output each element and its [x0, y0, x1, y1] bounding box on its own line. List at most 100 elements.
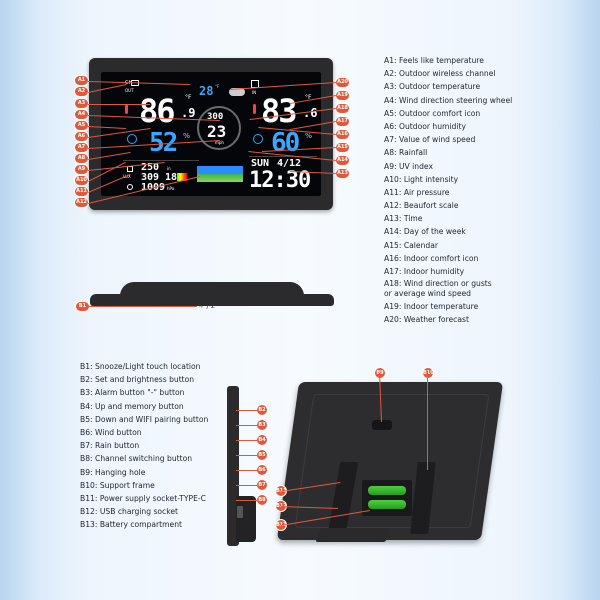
callout-line	[236, 500, 257, 501]
outdoor-temperature-unit: °F	[185, 94, 192, 101]
callout-a18: A18	[336, 104, 349, 113]
light-intensity-unit: LUX	[123, 174, 131, 179]
indoor-comfort-icon	[253, 134, 263, 144]
callout-a17: A17	[336, 117, 349, 126]
callout-line	[427, 373, 428, 470]
callout-a10: A10	[75, 176, 88, 185]
bottom-touch-label: ☼ / zᶻ	[198, 302, 218, 310]
back-label-item: B6: Wind button	[80, 427, 142, 437]
battery-2	[368, 500, 406, 509]
battery-cover	[315, 528, 391, 542]
wind-speed-unit: mph	[215, 140, 224, 145]
lcd-divider-right	[249, 156, 317, 157]
weather-forecast-icon	[229, 88, 245, 96]
front-label-item: A2: Outdoor wireless channel	[384, 69, 496, 79]
back-label-item: B4: Up and memory button	[80, 401, 184, 411]
back-label-item: B12: USB charging socket	[80, 507, 179, 517]
feels-like-temperature: 28	[199, 84, 214, 98]
callout-line	[236, 410, 257, 411]
front-label-item: A19: Indoor temperature	[384, 302, 479, 312]
back-label-item: B3: Alarm button "-" button	[80, 388, 185, 398]
wind-compass: 300 23 mph	[197, 106, 241, 150]
beaufort-scale-bar	[197, 166, 243, 182]
bottom-edge-foot	[120, 282, 304, 298]
front-label-item: A16: Indoor comfort icon	[384, 253, 479, 263]
callout-line	[236, 470, 257, 471]
callout-a11: A11	[75, 187, 88, 196]
callout-a15: A15	[336, 143, 349, 152]
front-label-item: A13: Time	[384, 214, 423, 224]
callout-a4: A4	[75, 110, 88, 119]
back-label-item: B8: Channel switching button	[80, 454, 193, 464]
front-label-item: A7: Value of wind speed	[384, 135, 476, 145]
callout-a8: A8	[75, 154, 88, 163]
front-label-item: A3: Outdoor temperature	[384, 82, 481, 92]
callout-line	[236, 485, 257, 486]
front-label-item: A10: Light intensity	[384, 174, 459, 184]
callout-b7: B7	[257, 480, 267, 490]
day-of-week: SUN	[251, 158, 270, 169]
front-label-item: A6: Outdoor humidity	[384, 121, 466, 131]
side-view-usb-port	[237, 506, 243, 518]
front-device-panel: CH OUT 86 .9 °F 52 % 250 in LUX 309 18 1…	[89, 58, 333, 210]
outdoor-label: OUT	[125, 88, 134, 93]
side-view-stand	[236, 496, 256, 542]
front-label-item: A1: Feels like temperature	[384, 56, 484, 65]
callout-line	[236, 455, 257, 456]
front-label-item: A9: UV index	[384, 161, 433, 171]
indoor-label: IN	[252, 90, 257, 95]
outdoor-thermometer-icon	[125, 104, 128, 114]
outdoor-temperature-decimal: .9	[181, 106, 196, 120]
back-label-item: B13: Battery compartment	[80, 520, 183, 530]
front-label-item: A17: Indoor humidity	[384, 267, 465, 276]
bottom-edge-view	[90, 282, 334, 306]
callout-line	[236, 440, 257, 441]
pressure-icon	[127, 184, 133, 190]
indoor-humidity-unit: %	[305, 132, 313, 140]
callout-a12: A12	[75, 198, 88, 207]
front-label-item: A18: Wind direction or gusts or average …	[384, 279, 492, 299]
front-label-item: A15: Calendar	[384, 240, 438, 250]
back-label-item: B2: Set and brightness button	[80, 375, 195, 385]
indoor-thermometer-icon	[253, 104, 256, 114]
outdoor-comfort-icon	[127, 134, 137, 144]
rainfall-unit: in	[167, 166, 171, 171]
light-intensity-value: 309	[141, 172, 160, 183]
indoor-temperature-unit: °F	[305, 94, 312, 101]
callout-a19: A19	[336, 91, 349, 100]
callout-b1-line	[89, 306, 197, 307]
callout-a9: A9	[75, 165, 88, 174]
callout-b8: B8	[257, 495, 267, 505]
calendar-date: 4/12	[277, 158, 302, 169]
front-label-item: A11: Air pressure	[384, 187, 450, 197]
callout-a3: A3	[75, 99, 88, 108]
wind-speed-value: 23	[207, 122, 227, 141]
indoor-temperature-decimal: .6	[303, 106, 318, 120]
callout-a7: A7	[75, 143, 88, 152]
back-label-item: B10: Support frame	[80, 480, 155, 490]
back-label-item: B9: Hanging hole	[80, 467, 146, 477]
back-label-item: B11: Power supply socket-TYPE-C	[80, 493, 206, 503]
callout-a6: A6	[75, 132, 88, 141]
callout-b3: B3	[257, 420, 267, 430]
indoor-temperature: 83	[261, 92, 298, 130]
outdoor-temperature: 86	[139, 92, 176, 130]
callout-b1: B1	[76, 302, 89, 311]
battery-1	[368, 486, 406, 495]
lcd-divider-left	[123, 160, 199, 161]
feels-like-unit: °F	[215, 84, 220, 89]
callout-a20: A20	[336, 78, 349, 87]
front-label-item: A5: Outdoor comfort icon	[384, 108, 481, 118]
air-pressure-unit: hPa	[167, 186, 175, 191]
front-label-item: A12: Beaufort scale	[384, 201, 459, 211]
callout-b5: B5	[257, 450, 267, 460]
front-label-item: A20: Weather forecast	[384, 315, 469, 325]
front-label-item: A4: Wind direction steering wheel	[384, 95, 513, 105]
callout-a1: A1	[75, 76, 88, 85]
back-label-item: B7: Rain button	[80, 441, 140, 451]
callout-a2: A2	[75, 87, 88, 96]
callout-b2: B2	[257, 405, 267, 415]
front-label-item: A8: Rainfall	[384, 148, 428, 158]
